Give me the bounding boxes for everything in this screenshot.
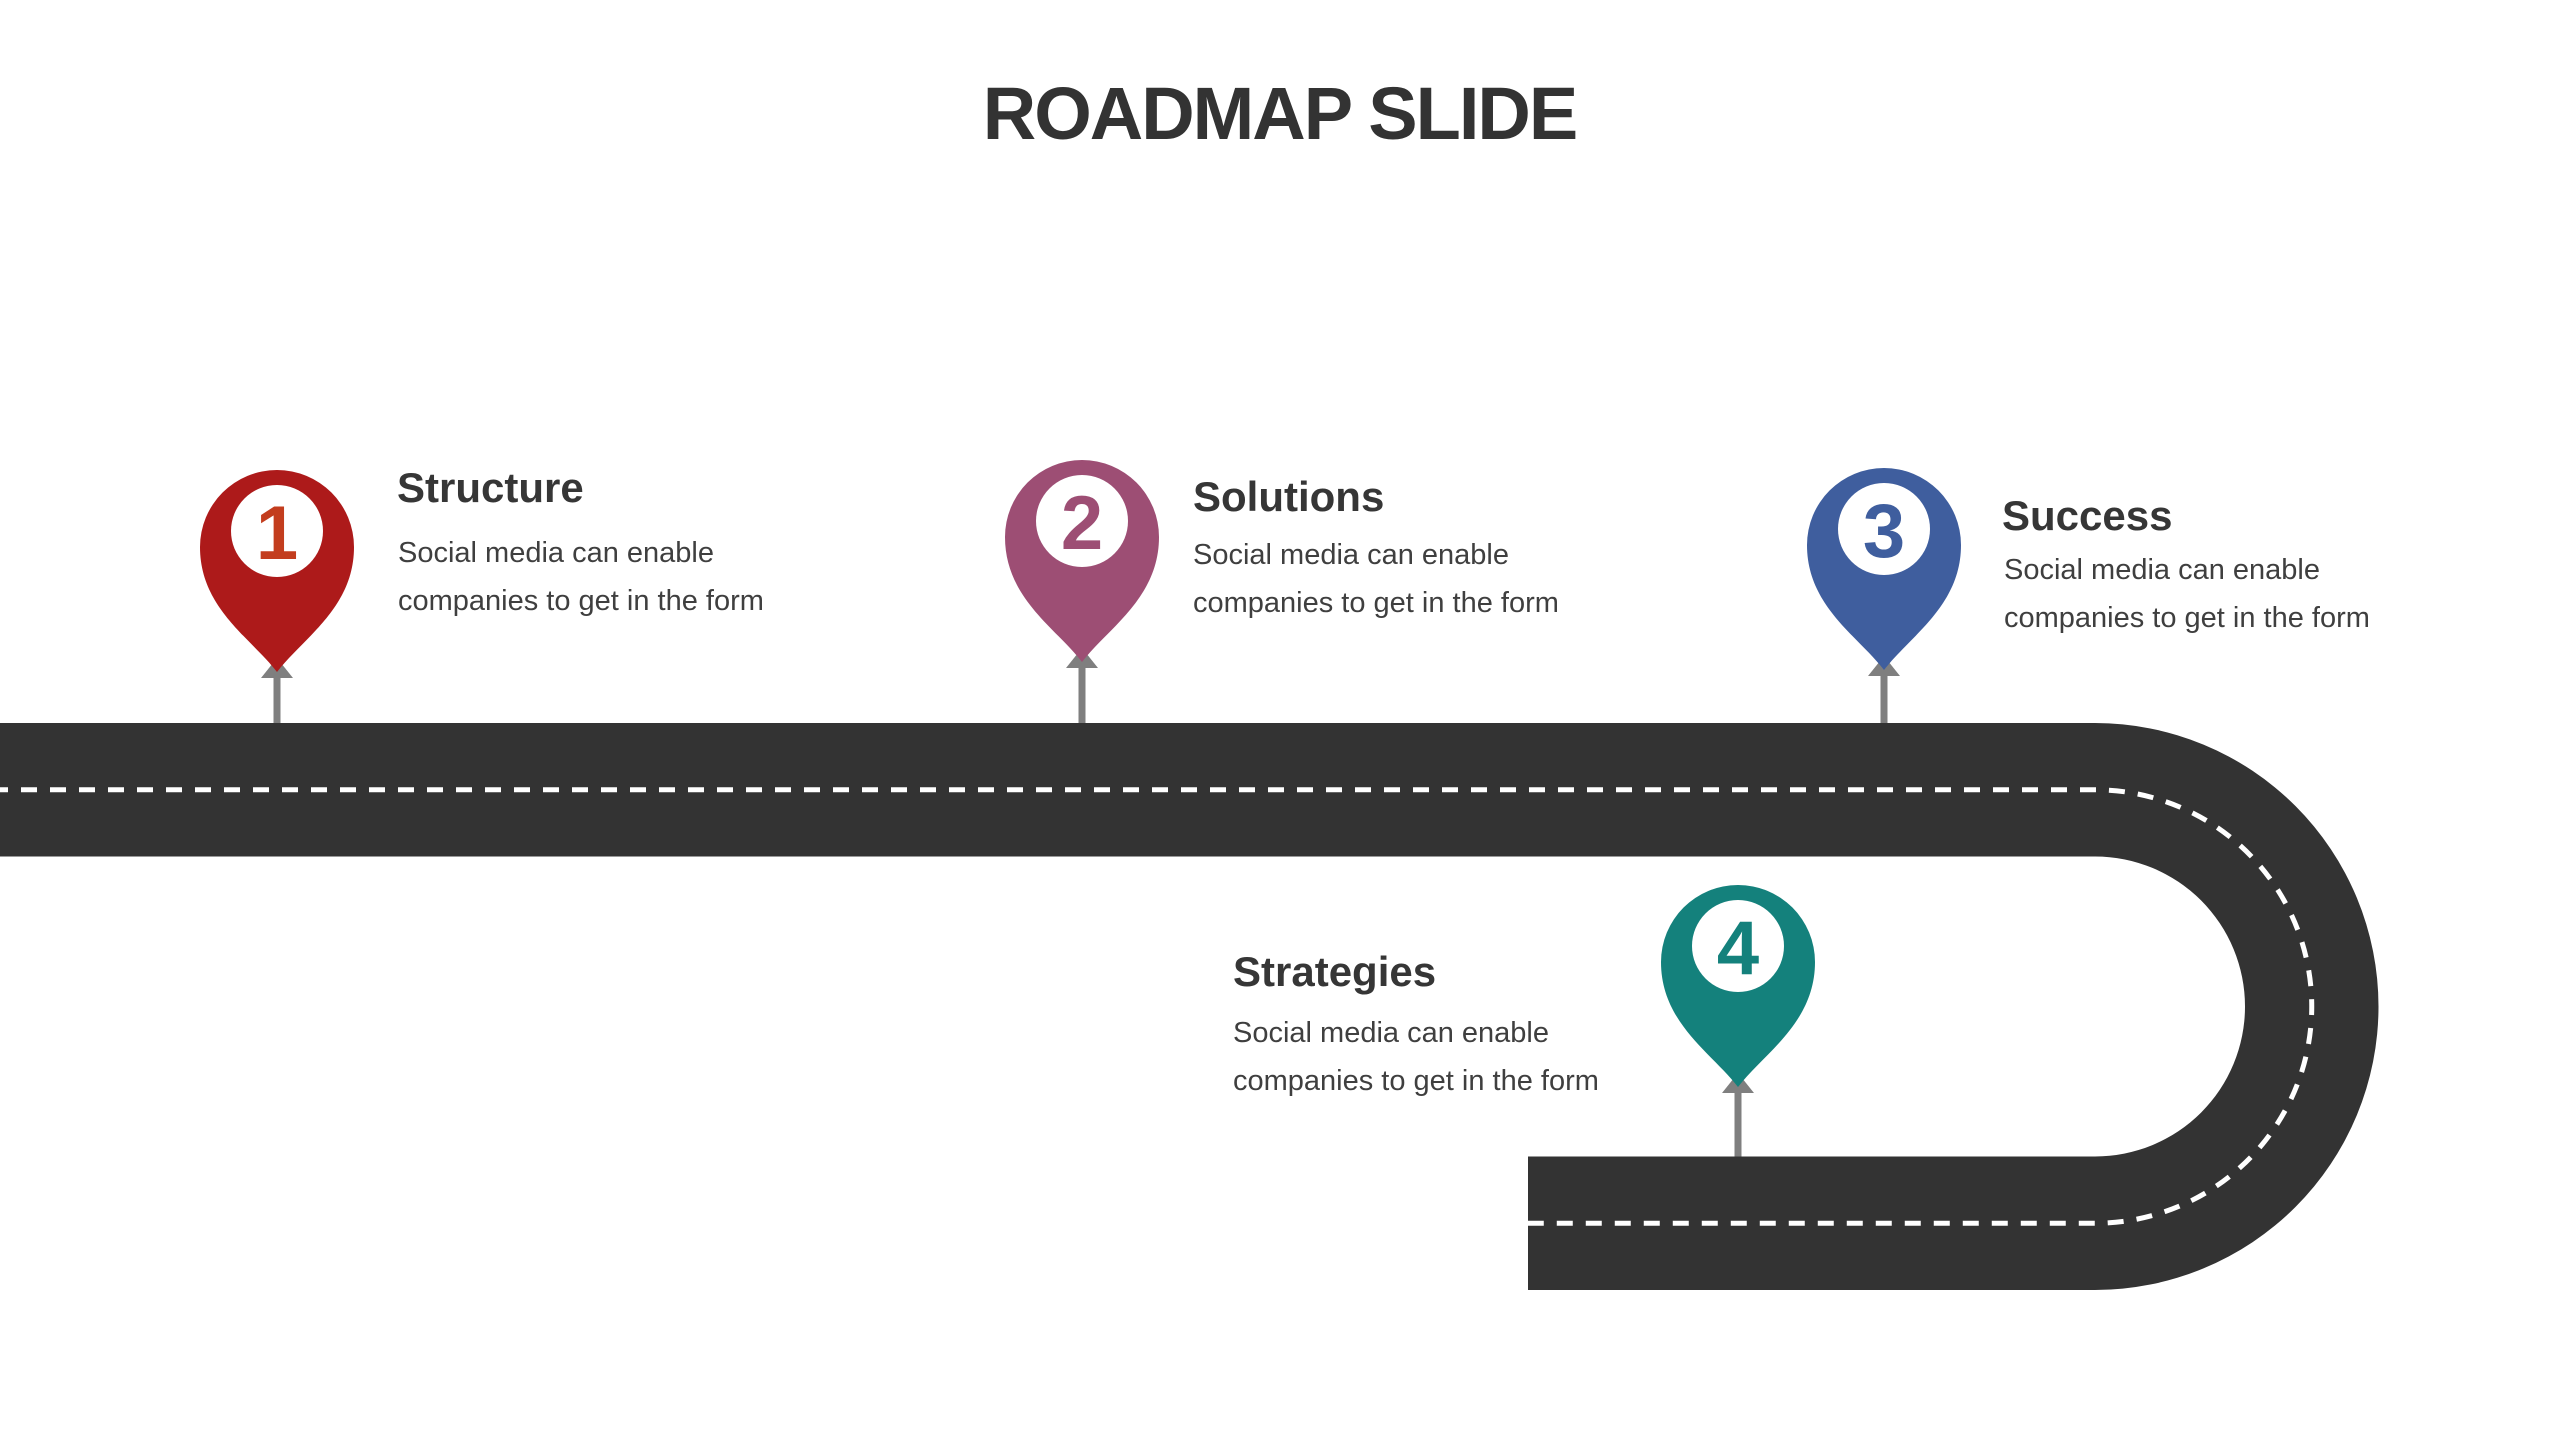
road-centerline	[0, 787, 2315, 1226]
page-title: ROADMAP SLIDE	[982, 72, 1578, 155]
milestone-pin-3: 3	[1807, 468, 1961, 670]
pin-number: 2	[1061, 481, 1103, 566]
milestone-body: Social media can enable companies to get…	[1233, 1009, 1599, 1105]
milestone-heading-solutions: Solutions	[1193, 473, 1385, 520]
milestone-body-line: Social media can enable	[2004, 554, 2320, 586]
milestone-pin-2: 2	[1005, 460, 1159, 662]
milestone-body: Social media can enable companies to get…	[1193, 531, 1559, 627]
pin-inner-circle	[1838, 483, 1930, 575]
milestone-heading-strategies: Strategies	[1233, 948, 1437, 995]
pin-number: 4	[1717, 906, 1759, 991]
milestone-body: Social media can enable companies to get…	[398, 529, 764, 625]
milestone-body-line: companies to get in the form	[1233, 1065, 1599, 1097]
pin-inner-circle	[1036, 475, 1128, 567]
pin-number: 1	[256, 491, 298, 576]
milestone-body-line: companies to get in the form	[2004, 602, 2370, 634]
milestone-heading-success: Success	[2002, 492, 2173, 539]
road	[0, 723, 2379, 1290]
milestone-pin-4: 4	[1661, 885, 1815, 1087]
milestone-heading-structure: Structure	[397, 464, 584, 511]
milestone-body-line: companies to get in the form	[1193, 587, 1559, 619]
milestone-pin-1: 1	[200, 470, 354, 672]
pin-number: 3	[1863, 489, 1905, 574]
milestone-body-line: Social media can enable	[1233, 1017, 1549, 1049]
milestone-body: Social media can enable companies to get…	[2004, 546, 2370, 642]
milestone-body-line: companies to get in the form	[398, 585, 764, 617]
pin-inner-circle	[1692, 900, 1784, 992]
pin-inner-circle	[231, 485, 323, 577]
milestone-body-line: Social media can enable	[398, 537, 714, 569]
milestone-body-line: Social media can enable	[1193, 539, 1509, 571]
